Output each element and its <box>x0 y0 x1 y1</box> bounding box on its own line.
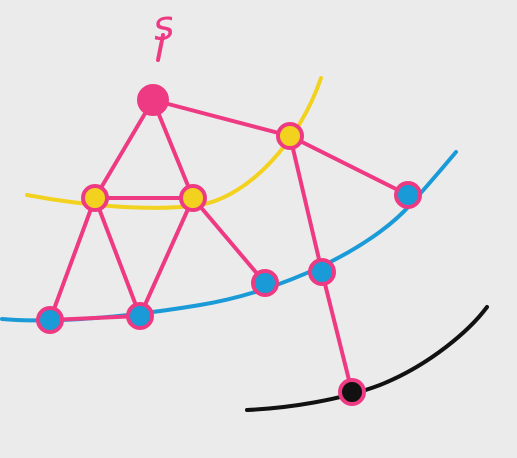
node-f <box>251 269 279 297</box>
layer-3-curve <box>245 305 489 412</box>
source-label: s <box>151 2 177 50</box>
edge-d-e <box>48 314 142 322</box>
node-i <box>338 378 366 406</box>
edge-a-e <box>93 196 142 318</box>
edge-c-g <box>288 134 324 274</box>
edge-b-f <box>191 196 267 285</box>
node-d <box>36 306 64 334</box>
edge-s-a <box>93 98 155 200</box>
source-label-tick <box>156 33 165 62</box>
layer-1-curve <box>25 76 323 210</box>
node-a <box>81 184 109 212</box>
layer-2-curve <box>0 150 458 323</box>
node-s <box>137 84 169 116</box>
graph-edges <box>48 98 410 394</box>
edge-b-e <box>138 196 195 318</box>
edge-s-b <box>151 98 195 200</box>
node-b <box>179 184 207 212</box>
graph-nodes <box>36 84 422 406</box>
edge-c-h <box>288 134 410 197</box>
node-c <box>276 122 304 150</box>
edge-a-d <box>48 196 97 322</box>
node-g <box>308 258 336 286</box>
edge-g-i <box>320 270 354 394</box>
edge-s-c <box>151 98 292 138</box>
node-e <box>126 302 154 330</box>
node-h <box>394 181 422 209</box>
